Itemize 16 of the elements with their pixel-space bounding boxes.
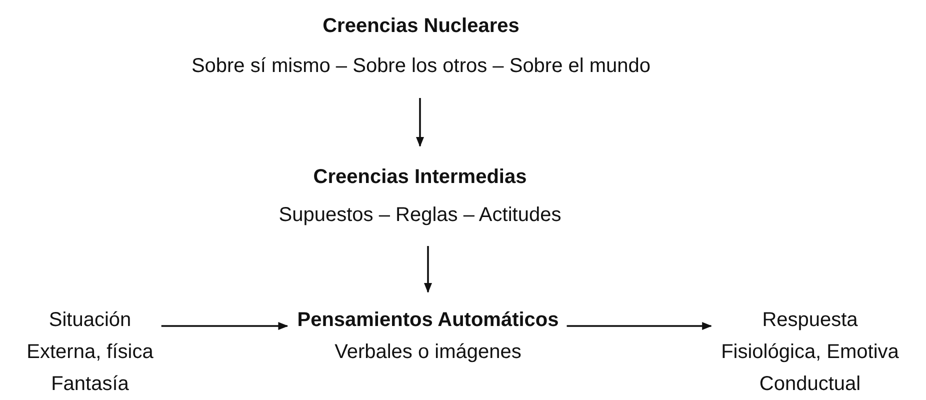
node-heading: Pensamientos Automáticos xyxy=(297,308,559,333)
node-text: Conductual xyxy=(759,372,861,397)
arrow xyxy=(566,322,712,330)
arrow xyxy=(424,246,432,293)
node-text: Situación xyxy=(48,308,132,333)
node-heading: Creencias Nucleares xyxy=(322,14,520,39)
arrow xyxy=(416,98,424,147)
node-text: Respuesta xyxy=(762,308,858,333)
node-text: Fantasía xyxy=(51,372,129,397)
node-text: Verbales o imágenes xyxy=(334,340,522,365)
arrow xyxy=(161,322,288,330)
node-text: Externa, física xyxy=(26,340,154,365)
node-text: Sobre sí mismo – Sobre los otros – Sobre el mundo xyxy=(191,54,651,79)
node-text: Fisiológica, Emotiva xyxy=(721,340,899,365)
node-text: Supuestos – Reglas – Actitudes xyxy=(278,203,562,228)
node-heading: Creencias Intermedias xyxy=(313,165,527,190)
